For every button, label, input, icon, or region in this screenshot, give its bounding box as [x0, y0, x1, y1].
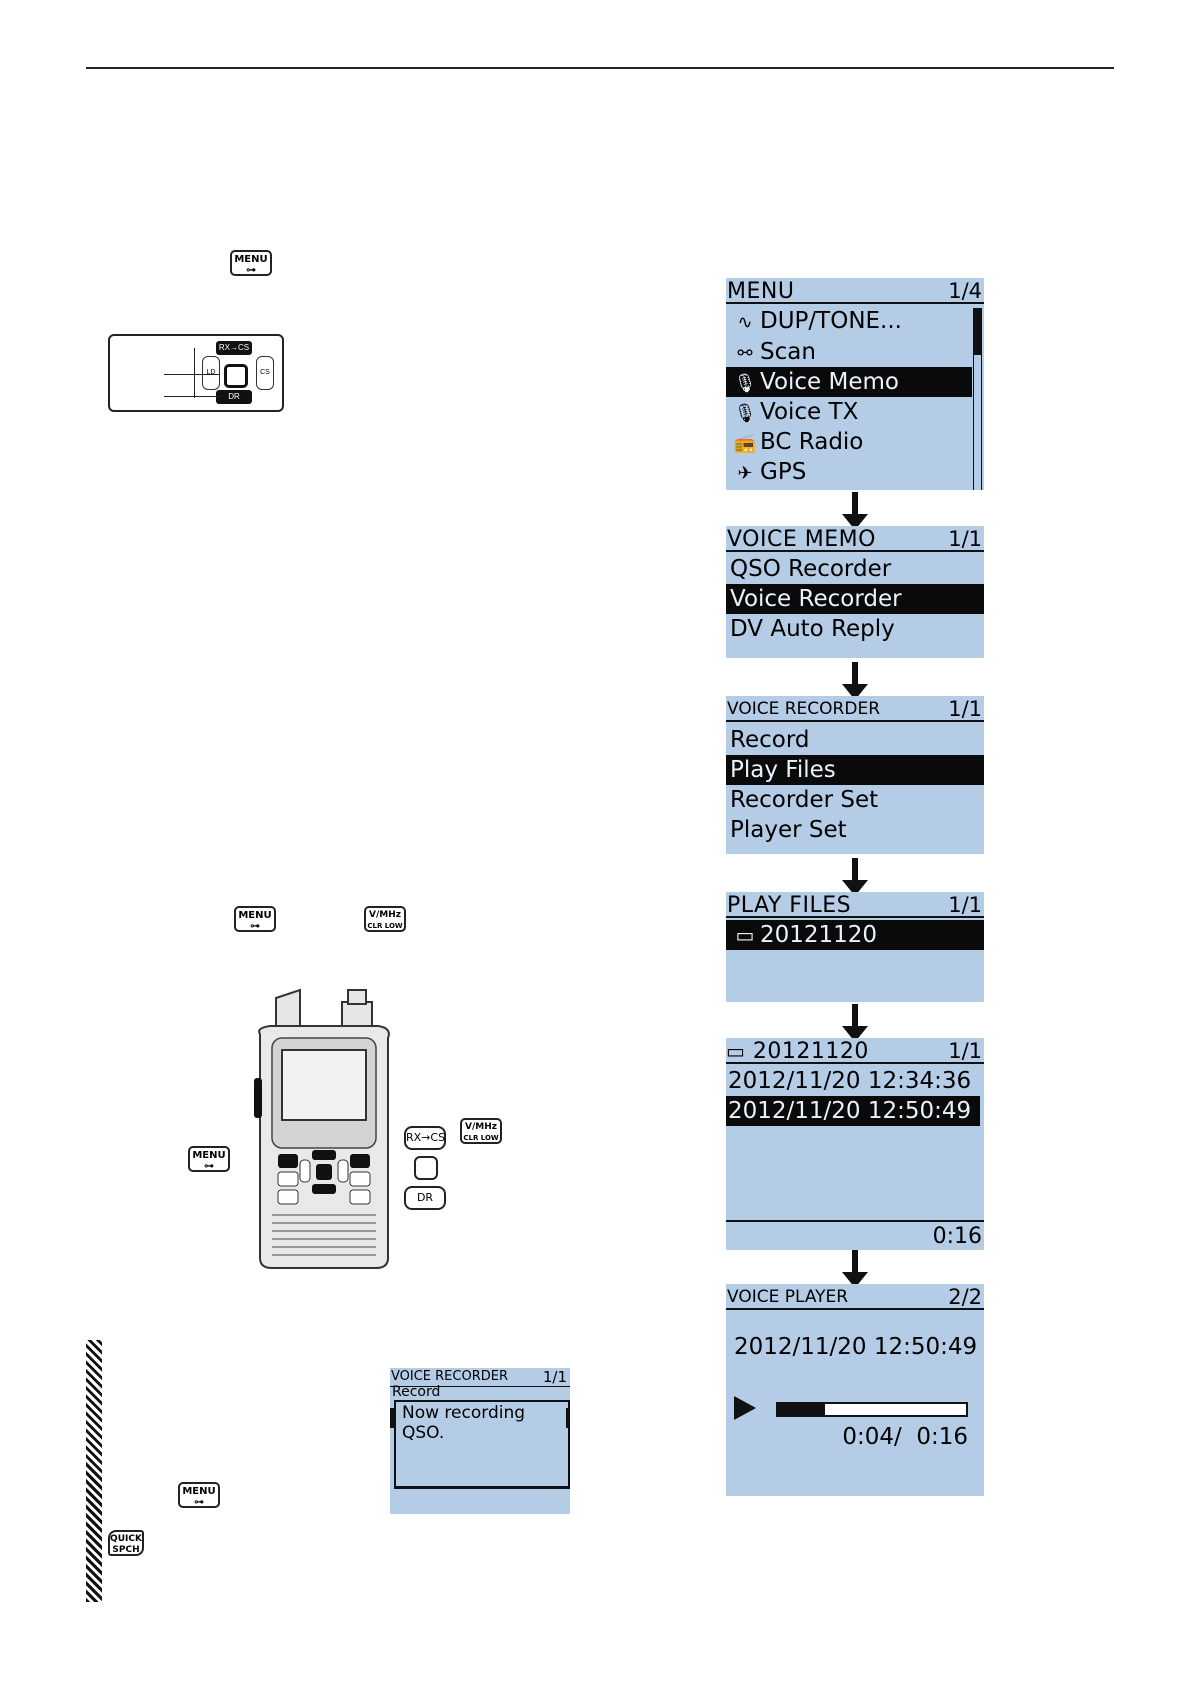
- folder-icon: ▭: [735, 923, 755, 947]
- elapsed-time: 0:04: [842, 1424, 894, 1450]
- voice-memo-title: VOICE MEMO: [727, 527, 876, 552]
- center-key-2: [414, 1156, 438, 1180]
- menu-title: MENU: [727, 279, 795, 304]
- voice-player-file: 2012/11/20 12:50:49: [734, 1334, 978, 1360]
- time-separator: /: [893, 1424, 902, 1450]
- recording-line2: QSO.: [402, 1423, 445, 1443]
- folder-title: 20121120: [752, 1039, 869, 1064]
- voice-recorder-screen: VOICE RECORDER 1/1 Record Play Files Reco…: [726, 696, 984, 854]
- satellite-icon: ✈: [737, 463, 753, 484]
- voice-memo-screen: VOICE MEMO 1/1 QSO Recorder Voice Recorde…: [726, 526, 984, 658]
- dr-key-2: DR: [404, 1186, 446, 1210]
- folder-file-1[interactable]: 2012/11/20 12:34:36: [728, 1068, 972, 1094]
- recording-page: 1/1: [542, 1368, 567, 1386]
- playback-progress-bar: [776, 1402, 968, 1417]
- folder-page: 1/1: [948, 1039, 982, 1063]
- top-rule: [86, 67, 1114, 69]
- radio-icon: 📻: [733, 433, 757, 454]
- folder-icon-2: ▭: [726, 1039, 746, 1063]
- menu-key-3: MENU⊶: [188, 1146, 230, 1172]
- voice-player-title: VOICE PLAYER: [727, 1287, 849, 1307]
- recording-line1: Now recording: [402, 1403, 526, 1423]
- voice-recorder-item-recorder-set[interactable]: Recorder Set: [730, 787, 879, 813]
- voice-memo-page: 1/1: [948, 527, 982, 551]
- menu-item-dup[interactable]: ∿DUP/TONE...: [726, 306, 984, 336]
- microphone-icon: 🎙: [733, 373, 757, 394]
- folder-file-2[interactable]: 2012/11/20 12:50:49: [726, 1096, 980, 1126]
- menu-scrollbar[interactable]: [973, 308, 982, 490]
- menu-item-gps[interactable]: ✈GPS: [726, 457, 984, 487]
- binoculars-icon: ⚯: [737, 343, 753, 364]
- folder-total-time: 0:16: [932, 1224, 982, 1249]
- dup-tone-icon: ∿: [737, 312, 753, 333]
- voice-recorder-item-player-set[interactable]: Player Set: [730, 817, 847, 843]
- recording-dialog: Now recording QSO.: [394, 1400, 570, 1489]
- play-files-folder-item[interactable]: ▭20121120: [726, 920, 984, 950]
- menu-item-voice-tx[interactable]: 🎙Voice TX: [726, 397, 984, 427]
- rxcs-key-2: RX→CS: [404, 1126, 446, 1150]
- voice-recorder-item-play-files[interactable]: Play Files: [726, 755, 984, 785]
- menu-item-voice-memo[interactable]: 🎙Voice Memo: [726, 367, 972, 397]
- play-files-screen: PLAY FILES 1/1 ▭20121120: [726, 892, 984, 1002]
- play-files-page: 1/1: [948, 893, 982, 917]
- voice-recorder-page: 1/1: [948, 697, 982, 721]
- play-files-title: PLAY FILES: [727, 893, 852, 918]
- note-hatch-bar: [86, 1340, 102, 1602]
- keypad-diagram: RX→CS DR LD CS: [108, 334, 284, 412]
- center-key: [224, 364, 248, 388]
- ld-key: LD: [202, 356, 220, 390]
- voice-memo-item-recorder[interactable]: Voice Recorder: [726, 584, 984, 614]
- playback-progress-fill: [778, 1404, 825, 1415]
- menu-key: MENU⊶: [230, 250, 272, 276]
- rxcs-key: RX→CS: [216, 341, 252, 355]
- microphone-tx-icon: 🎙: [733, 403, 757, 424]
- cs-key: CS: [256, 356, 274, 390]
- radio-illustration: [254, 988, 390, 1269]
- menu-item-scan[interactable]: ⚯Scan: [726, 337, 984, 367]
- voice-memo-item-auto-reply[interactable]: DV Auto Reply: [730, 616, 895, 642]
- voice-memo-item-qso[interactable]: QSO Recorder: [730, 556, 892, 582]
- recording-behind-item: Record: [392, 1384, 441, 1400]
- voice-recorder-item-record[interactable]: Record: [730, 727, 810, 753]
- play-icon: [734, 1396, 756, 1420]
- total-time: 0:16: [916, 1424, 968, 1450]
- folder-screen: ▭ 20121120 1/1 2012/11/20 12:34:36 2012/1…: [726, 1038, 984, 1250]
- recording-title: VOICE RECORDER: [391, 1369, 508, 1384]
- voice-player-screen: VOICE PLAYER 2/2 2012/11/20 12:50:49 0:04…: [726, 1284, 984, 1496]
- menu-screen: MENU 1/4 ∿DUP/TONE... ⚯Scan 🎙Voice Memo 🎙…: [726, 278, 984, 490]
- menu-key-2: MENU⊶: [234, 906, 276, 932]
- menu-page: 1/4: [948, 279, 982, 303]
- menu-key-4: MENU⊶: [178, 1482, 220, 1508]
- recording-screen: VOICE RECORDER 1/1 Record Now recording …: [390, 1368, 570, 1514]
- dr-key: DR: [216, 390, 252, 404]
- voice-player-page: 2/2: [948, 1285, 982, 1309]
- voice-recorder-title: VOICE RECORDER: [727, 699, 880, 719]
- menu-item-bc-radio[interactable]: 📻BC Radio: [726, 427, 984, 457]
